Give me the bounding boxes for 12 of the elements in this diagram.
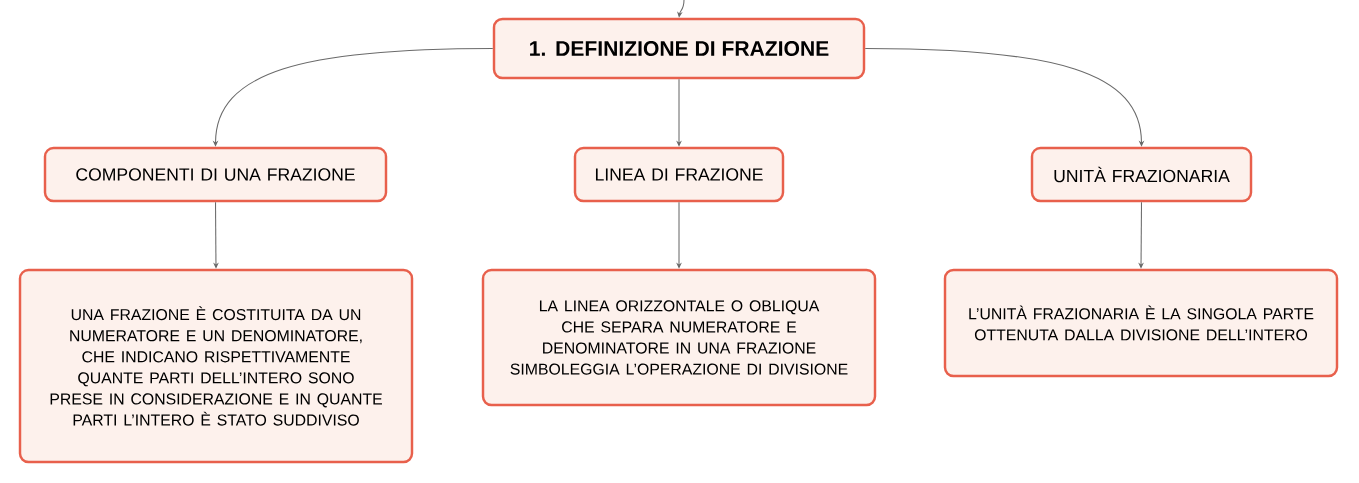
description-box: L’UNITÀ FRAZIONARIA È LA SINGOLA PARTE OTTENUTA DALLA DIVISIONE DELL’INTERO [943, 268, 1339, 378]
connector-arrow [1138, 201, 1144, 269]
connector-arrow [213, 201, 219, 269]
topic-box: LINEA DI FRAZIONE [573, 146, 785, 203]
connector-arrow [676, 201, 682, 269]
connector-arrow [864, 48, 1145, 147]
topic-box: COMPONENTI DI UNA FRAZIONE [43, 146, 388, 203]
description-box: UNA FRAZIONE È COSTITUITA DA UN NUMERATORE E UN DENOMINATORE, CHE INDICANO RISPETTIVAMENTE QUANTE PARTI DELL’INTERO SONO PRESE IN CONSIDERAZIONE E IN QUANTE PARTI L’INTERO È STATO SUDDIVISO [18, 268, 414, 464]
connector-arrow [676, 78, 682, 147]
main-topic-box: 1. DEFINIZIONE DI FRAZIONE [492, 17, 866, 80]
topic-box: UNITÀ FRAZIONARIA [1030, 146, 1253, 203]
description-box: LA LINEA ORIZZONTALE O OBLIQUA CHE SEPARA NUMERATORE E DENOMINATORE IN UNA FRAZIONE SIMBOLEGGIA L’OPERAZIONE DI DIVISIONE [481, 268, 877, 407]
